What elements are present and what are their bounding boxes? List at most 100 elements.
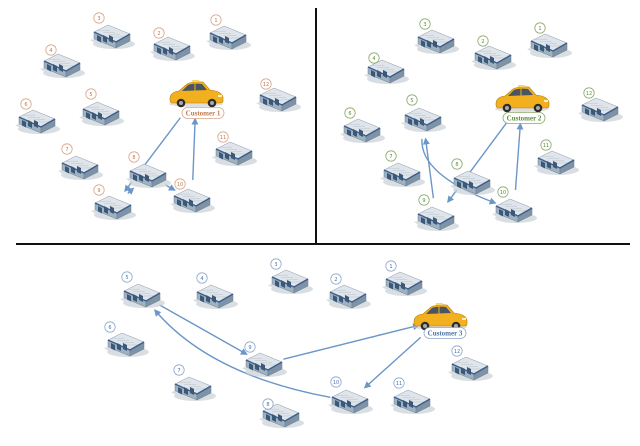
- station-number-badge: 4: [45, 44, 57, 56]
- warehouse-icon: [414, 206, 459, 231]
- station-number-badge: 10: [330, 376, 342, 388]
- station-number-badge: 5: [121, 271, 133, 283]
- taxi-car-icon: [413, 303, 468, 331]
- warehouse-icon: [58, 155, 103, 180]
- warehouse-icon: [79, 101, 124, 126]
- station-number-badge: 9: [93, 184, 105, 196]
- station-number-badge: 8: [128, 151, 140, 163]
- warehouse-icon: [390, 389, 435, 414]
- station-number: 6: [24, 102, 27, 108]
- station-number: 8: [266, 402, 269, 408]
- station-number-badge: 7: [385, 150, 397, 162]
- station-number: 1: [389, 264, 392, 270]
- warehouse-icon: [401, 107, 446, 132]
- warehouse-icon: [104, 332, 149, 357]
- station-number-badge: 9: [418, 194, 430, 206]
- route-arrow: [283, 323, 421, 360]
- station-number-badge: 12: [583, 87, 595, 99]
- station-number: 3: [423, 22, 426, 28]
- warehouse-icon: [120, 283, 165, 308]
- station-number: 2: [157, 31, 160, 37]
- warehouse-icon: [206, 25, 251, 50]
- warehouse-icon: [492, 198, 537, 223]
- warehouse-icon: [328, 389, 373, 414]
- route-arrow: [159, 304, 248, 355]
- route-arrows: [154, 304, 422, 399]
- warehouse-icon: [364, 59, 409, 84]
- station-number-badge: 4: [196, 272, 208, 284]
- station-number-badge: 7: [61, 143, 73, 155]
- station-number: 12: [454, 349, 460, 355]
- customer-label-text: Customer 1: [186, 109, 221, 117]
- warehouse-icon: [171, 376, 216, 401]
- warehouse-icon: [193, 284, 238, 309]
- warehouse-icon: [91, 195, 136, 220]
- station-number: 1: [214, 18, 217, 24]
- route-arrow: [191, 117, 199, 181]
- station-number: 4: [200, 276, 203, 282]
- taxi-car-icon: [169, 80, 224, 108]
- warehouse-icon: [150, 36, 195, 61]
- station-number-badge: 5: [406, 94, 418, 106]
- warehouse-icon: [212, 141, 257, 166]
- station-number-badge: 3: [270, 258, 282, 270]
- station-number-badge: 6: [104, 321, 116, 333]
- station-number-badge: 2: [477, 35, 489, 47]
- warehouse-icon: [259, 403, 304, 428]
- station-number: 2: [334, 277, 337, 283]
- station-number: 7: [65, 147, 68, 153]
- warehouse-icon: [527, 33, 572, 58]
- station-number: 9: [248, 345, 251, 351]
- warehouse-icon: [414, 29, 459, 54]
- station-number: 1: [538, 26, 541, 32]
- station-number: 3: [274, 262, 277, 268]
- warehouse-icon: [256, 87, 301, 112]
- customer-label: Customer 2: [502, 112, 546, 124]
- station-number-badge: 12: [260, 78, 272, 90]
- station-number-badge: 6: [344, 107, 356, 119]
- warehouse-icon: [380, 162, 425, 187]
- warehouse-icon: [268, 269, 313, 294]
- warehouse-icon: [578, 97, 623, 122]
- station-number-badge: 11: [393, 377, 405, 389]
- warehouse-icon: [340, 118, 385, 143]
- station-number: 12: [263, 82, 269, 88]
- station-number: 8: [132, 155, 135, 161]
- warehouse-icon: [126, 163, 171, 188]
- station-number-badge: 10: [497, 186, 509, 198]
- station-number-badge: 8: [262, 398, 274, 410]
- station-number: 10: [500, 190, 506, 196]
- station-number: 5: [89, 92, 92, 98]
- route-arrow: [422, 137, 435, 199]
- station-number-badge: 2: [153, 27, 165, 39]
- station-number: 4: [372, 56, 375, 62]
- taxi-car-icon: [495, 85, 550, 113]
- station-number: 10: [177, 182, 183, 188]
- station-number-badge: 1: [534, 22, 546, 34]
- station-number: 9: [422, 198, 425, 204]
- station-number-badge: 1: [210, 14, 222, 26]
- warehouse-icon: [534, 150, 579, 175]
- station-number: 12: [586, 91, 592, 97]
- warehouse-icon: [15, 109, 60, 134]
- customer-label-text: Customer 2: [507, 114, 542, 122]
- route-arrow: [126, 187, 135, 195]
- warehouse-icon: [450, 170, 495, 195]
- station-number-badge: 7: [173, 364, 185, 376]
- warehouse-icon: [40, 53, 85, 78]
- station-number-badge: 6: [20, 98, 32, 110]
- station-number: 5: [410, 98, 413, 104]
- station-number-badge: 3: [93, 12, 105, 24]
- station-number: 7: [389, 154, 392, 160]
- station-number: 11: [220, 135, 226, 141]
- route-arrow: [421, 138, 497, 205]
- station-number: 10: [333, 380, 339, 386]
- warehouse-icon: [382, 271, 427, 296]
- warehouse-icon: [170, 188, 215, 213]
- station-number: 9: [97, 188, 100, 194]
- station-number: 2: [481, 39, 484, 45]
- customer-label-text: Customer 3: [428, 329, 463, 337]
- station-number: 4: [49, 48, 52, 54]
- warehouse-icon: [326, 284, 371, 309]
